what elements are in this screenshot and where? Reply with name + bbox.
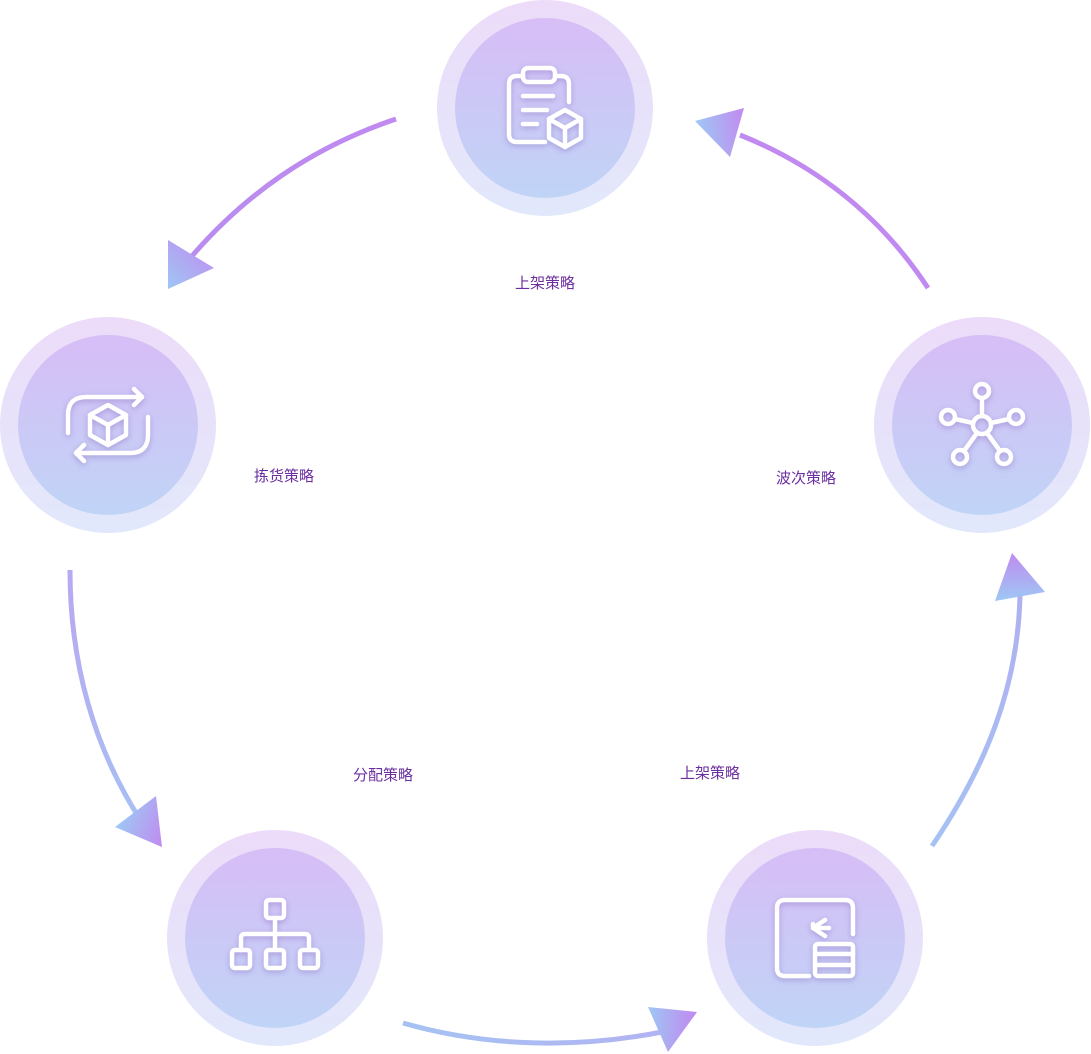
clipboard-box-icon <box>495 58 595 158</box>
arrow-bottom-left-to-bottom-right <box>402 1020 663 1046</box>
hierarchy-icon <box>225 888 325 988</box>
network-hub-icon <box>932 375 1032 475</box>
label-bottom-left: 分配策略 <box>352 767 414 784</box>
node-putaway-bottom-right <box>707 830 923 1046</box>
label-right: 波次策略 <box>775 470 837 487</box>
node-core <box>892 335 1072 515</box>
arrowhead-bottom-right-to-right <box>995 553 1045 601</box>
node-picking-left <box>0 317 216 533</box>
arrowhead-right-to-top <box>695 108 744 157</box>
arrow-top-to-left <box>190 116 397 258</box>
arrowhead-top-to-left <box>168 240 214 289</box>
node-core <box>725 848 905 1028</box>
arrow-right-to-top <box>739 132 931 290</box>
cube-cycle-icon <box>58 375 158 475</box>
arrow-bottom-right-to-right <box>929 594 1023 848</box>
label-left: 拣货策略 <box>253 468 315 485</box>
shelf-in-icon <box>765 888 865 988</box>
arrowhead-left-to-bottom-left <box>115 796 162 847</box>
node-wave-right <box>874 317 1090 533</box>
label-top: 上架策略 <box>514 275 576 292</box>
arrowhead-bottom-left-to-bottom-right <box>648 1007 697 1052</box>
label-bottom-right: 上架策略 <box>679 765 741 782</box>
node-allocation-bottom-left <box>167 830 383 1046</box>
arrow-left-to-bottom-left <box>67 569 141 818</box>
node-putaway-top <box>437 0 653 216</box>
